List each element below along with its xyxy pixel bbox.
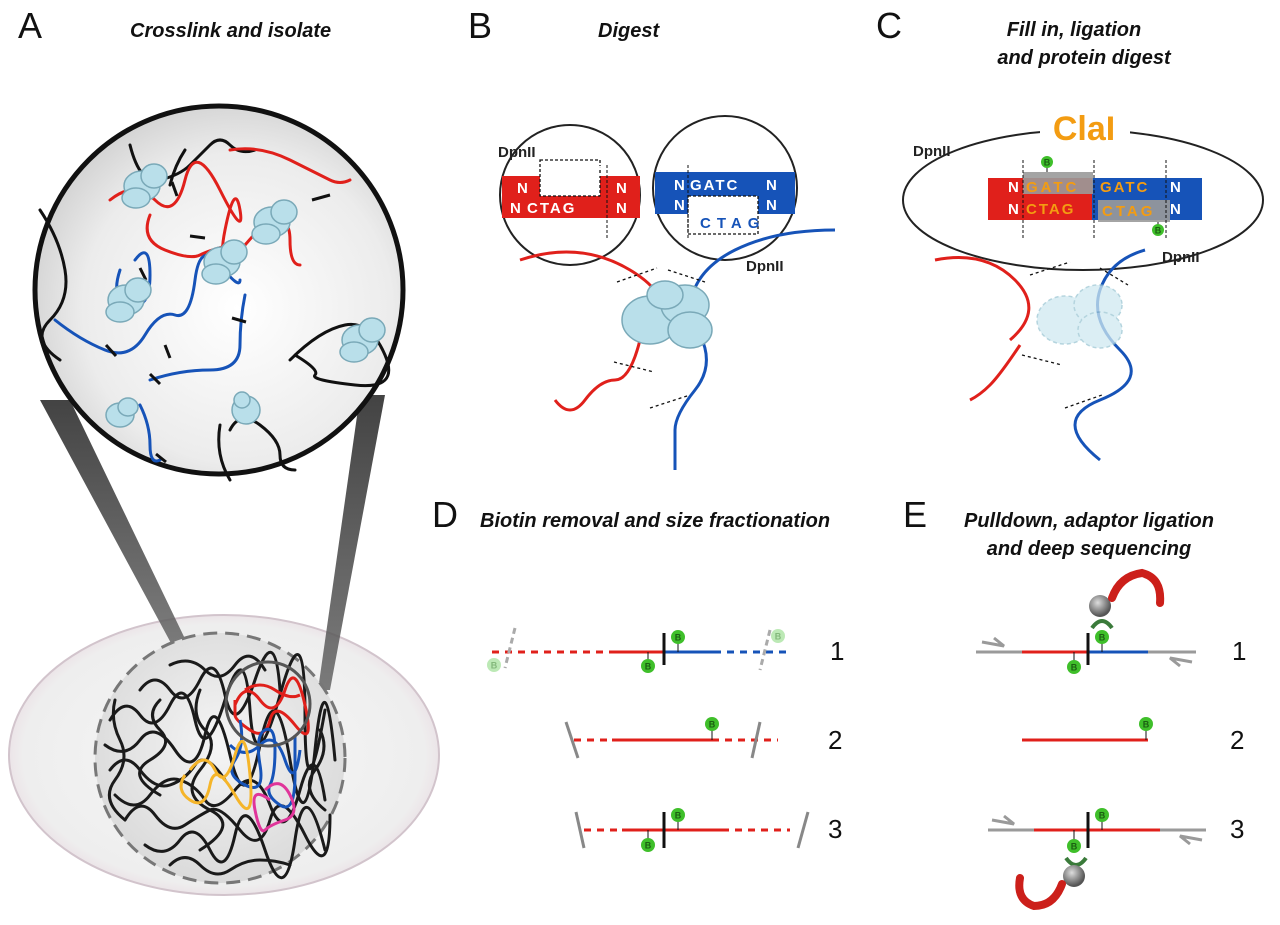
row-label-d3: 3 — [828, 814, 842, 844]
svg-text:N: N — [1170, 201, 1181, 218]
panel-e-title-2: and deep sequencing — [987, 538, 1191, 560]
fragment-d1 — [487, 627, 788, 673]
fragment-e2 — [1022, 717, 1153, 742]
svg-text:N: N — [1170, 179, 1181, 196]
blue-sticky-end — [687, 195, 759, 235]
fragment-d3 — [574, 808, 810, 852]
fragment-d2 — [564, 717, 778, 759]
panel-e-letter: E — [903, 494, 927, 535]
svg-text:N: N — [1008, 201, 1019, 218]
panel-e: E Pulldown, adaptor ligation and deep se… — [903, 494, 1246, 911]
blue-sequence: N GATC N N N — [674, 177, 777, 214]
svg-text:N: N — [510, 200, 521, 217]
svg-text:N: N — [674, 177, 685, 194]
chromatin-red — [233, 676, 310, 736]
biotin-label-12: B — [1099, 811, 1106, 821]
dpnii-label-c-left: DpnII — [913, 143, 951, 160]
panel-d-title: Biotin removal and size fractionation — [480, 510, 830, 532]
dpnii-label-right: DpnII — [746, 258, 784, 275]
biotin-label-1: B — [1155, 226, 1162, 236]
panel-c: C Fill in, ligation and protein digest C… — [876, 5, 1264, 462]
panel-b-title: Digest — [598, 20, 660, 42]
chromatin-blue — [228, 719, 302, 809]
zoom-circle — [32, 103, 406, 477]
fragment-e3 — [988, 808, 1206, 911]
panel-b: B Digest DpnII DpnII N N N CTAG N GATC N… — [468, 5, 836, 470]
panel-a-letter: A — [18, 5, 42, 46]
svg-text:N: N — [766, 177, 777, 194]
panel-c-title-1: Fill in, ligation — [1007, 19, 1141, 41]
svg-text:N: N — [517, 180, 528, 197]
chromatin-yellow — [179, 740, 253, 810]
svg-text:GATC: GATC — [1100, 179, 1149, 196]
zoom-region-circle — [224, 660, 312, 748]
row-label-e3: 3 — [1230, 814, 1244, 844]
svg-text:GATC: GATC — [546, 163, 611, 180]
fragment-e1 — [976, 568, 1196, 674]
svg-text:GATC: GATC — [690, 177, 739, 194]
svg-text:GATC: GATC — [1026, 179, 1079, 196]
svg-text:N: N — [766, 197, 777, 214]
svg-text:N: N — [674, 197, 685, 214]
proteins-zoom — [105, 163, 386, 428]
dpnii-label-left: DpnII — [498, 144, 536, 161]
biotin-labels: B B B B B B B B B B B B B B — [491, 158, 1162, 852]
svg-text:CTAG: CTAG — [700, 215, 765, 232]
svg-text:CTAG: CTAG — [1026, 201, 1075, 218]
panel-c-letter: C — [876, 5, 902, 46]
biotin-label-8: B — [645, 841, 652, 851]
row-label-e2: 2 — [1230, 725, 1244, 755]
biotin-label-4: B — [491, 661, 498, 671]
seq-c: N GATC GATC N N CTAG CTAG N — [1008, 179, 1181, 220]
row-label-e1: 1 — [1232, 636, 1246, 666]
restriction-cuts — [104, 181, 331, 464]
panel-d: D Biotin removal and size fractionation … — [432, 494, 844, 852]
protein-b — [621, 280, 713, 349]
zoom-cone-left — [40, 400, 188, 645]
panel-e-title-1: Pulldown, adaptor ligation — [964, 510, 1214, 532]
zoom-cone-right — [318, 395, 385, 690]
svg-text:N: N — [616, 180, 627, 197]
panel-a-title: Crosslink and isolate — [130, 20, 331, 42]
clai-label: ClaI — [1053, 110, 1115, 148]
biotin-c — [1041, 156, 1164, 236]
biotin-label-2: B — [675, 633, 682, 643]
biotin-label-11: B — [1143, 720, 1150, 730]
panel-d-letter: D — [432, 494, 458, 535]
svg-text:CTAG: CTAG — [1102, 203, 1155, 220]
red-sticky-end — [539, 159, 601, 197]
dna-blue-upper — [688, 228, 836, 306]
biotin-label-5: B — [775, 632, 782, 642]
chromatin-magenta — [252, 782, 296, 833]
biotin-label-7: B — [675, 811, 682, 821]
biotin-label-9: B — [1099, 633, 1106, 643]
svg-text:CTAG: CTAG — [527, 200, 576, 217]
biotin-label-13: B — [1071, 842, 1078, 852]
panel-b-letter: B — [468, 5, 492, 46]
dna-red-lower — [553, 339, 642, 412]
svg-text:N: N — [1008, 179, 1019, 196]
svg-text:N: N — [616, 200, 627, 217]
biotin-label-6: B — [709, 720, 716, 730]
biotin-label-3: B — [645, 662, 652, 672]
protein-digested — [1036, 284, 1123, 349]
red-sequence: N N N CTAG N GATC — [510, 163, 627, 217]
row-label-d2: 2 — [828, 725, 842, 755]
row-label-d1: 1 — [830, 636, 844, 666]
panel-c-title-2: and protein digest — [997, 47, 1172, 69]
biotin-label-0: B — [1044, 158, 1051, 168]
biotin-label-10: B — [1071, 663, 1078, 673]
dna-blue-lower — [673, 334, 708, 470]
panel-a: A Crosslink and isolate — [8, 5, 440, 896]
dpnii-label-c-right: DpnII — [1162, 249, 1200, 266]
